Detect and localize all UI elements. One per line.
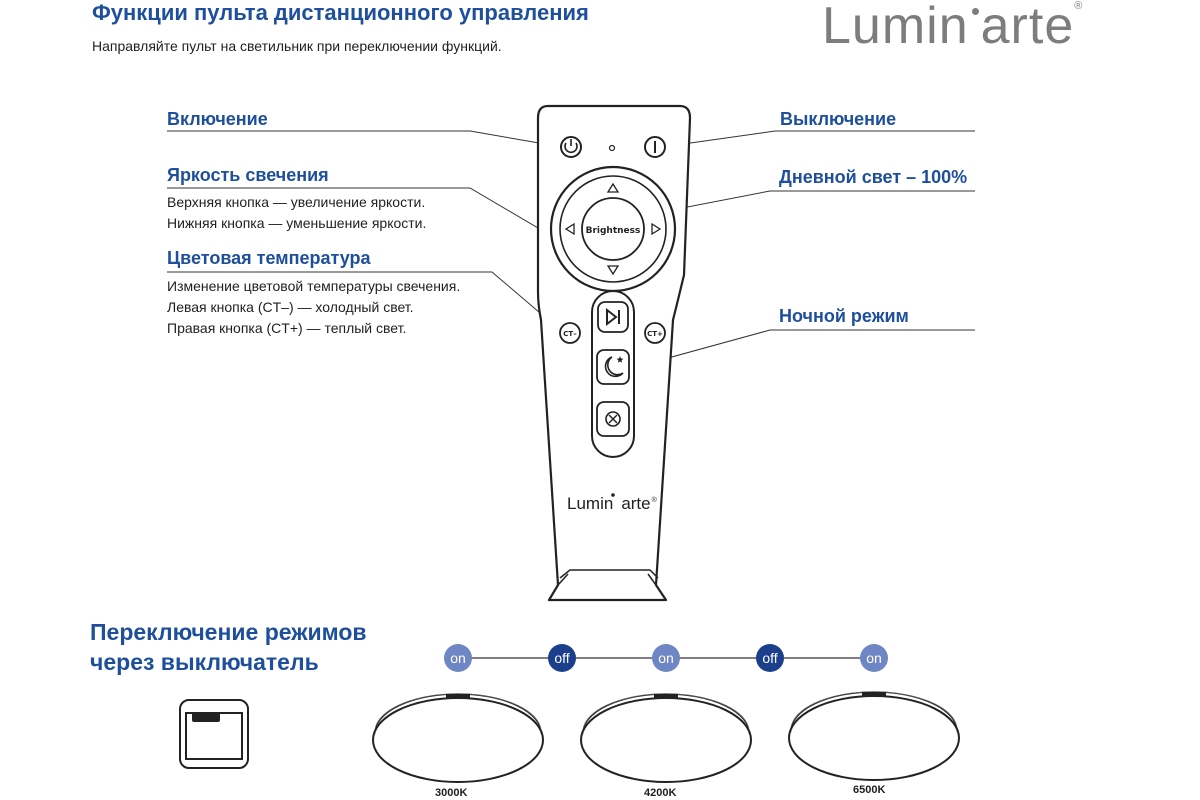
brand-name-left: Lumin [822,0,969,55]
remote-brand: Lumin arte® [567,494,658,513]
power-off-button[interactable] [644,136,666,158]
lamp-2 [580,693,752,783]
mode-step-badge [548,644,576,672]
mode-step-label: on [866,650,882,666]
moon-icon [604,356,624,378]
mode-step-label: off [554,650,569,666]
brightness-center-button[interactable] [581,197,645,261]
mode-step-badge [756,644,784,672]
page-title: Функции пульта дистанционного управления [92,0,589,25]
callout-line-power-off [661,130,975,148]
timer-button[interactable] [596,401,630,437]
color-temp-desc-line-2: Левая кнопка (CT–) — холодный свет. [167,299,414,315]
callout-line-power-on [167,130,563,148]
ct-minus-button[interactable]: CT– [559,322,581,344]
brightness-desc-line-2: Нижняя кнопка — уменьшение яркости. [167,215,427,231]
switch-modes-title: Переключение режимов через выключатель [90,617,367,677]
brightness-down-button[interactable] [606,265,620,276]
power-on-icon [564,142,578,154]
label-color-temp: Цветовая температура [167,248,371,268]
lamp-3 [788,691,960,781]
brand-name-right: arte [980,0,1075,55]
play-icon [606,307,618,327]
play-mode-button[interactable] [597,301,629,333]
callout-line-night-mode [627,329,975,370]
power-on-button[interactable] [560,136,582,158]
dpad: Brightness [549,165,677,293]
mode-step-badge [860,644,888,672]
wall-switch-key-top [192,713,220,722]
indicator-led [608,144,616,152]
remote-bottom-left [548,573,569,601]
mode-step-on: on [652,644,680,672]
lamp-temp-label-3: 6500K [853,784,886,796]
wall-switch [179,699,249,769]
remote-control: Brightness CT– CT+ [536,104,692,602]
mode-step-on: on [444,644,472,672]
left-arrow-button[interactable] [564,222,575,236]
mode-step-off: off [548,644,576,672]
color-temp-desc: Изменение цветовой температуры свечения.… [167,276,460,339]
brand-registered-mark: ® [1074,0,1084,12]
mode-step-label: on [450,650,466,666]
lamp-temp-label-1: 3000K [435,787,468,799]
brightness-desc-line-1: Верхняя кнопка — увеличение яркости. [167,194,426,210]
lamp-temp-label-2: 4200K [644,787,677,799]
mode-steps: on off on off on [444,644,888,672]
ceiling-lamps [372,691,960,783]
ct-minus-label: CT– [563,330,577,338]
callout-line-color-temp [167,271,561,331]
star-icon [616,356,624,363]
switch-modes-title-line-1: Переключение режимов [90,619,367,645]
brightness-desc: Верхняя кнопка — увеличение яркости. Ниж… [167,192,426,234]
remote-bottom-edge [559,569,659,579]
remote-brand-left: Lumin [567,494,613,513]
mode-step-badge [652,644,680,672]
mode-step-badge [444,644,472,672]
lamp-1 [372,693,544,783]
remote-brand-right: arte [621,494,650,513]
mode-step-off: off [756,644,784,672]
mode-step-label: off [762,650,777,666]
switch-modes-title-line-2: через выключатель [90,649,319,675]
page-subtitle: Направляйте пульт на светильник при пере… [92,38,502,54]
ct-plus-label: CT+ [647,330,663,338]
color-temp-desc-line-1: Изменение цветовой температуры свечения. [167,278,461,294]
remote-brand-registered: ® [652,496,658,504]
label-power-off: Выключение [780,109,897,129]
brand-dot [971,8,979,15]
label-daylight: Дневной свет – 100% [779,167,968,187]
mode-step-on: on [860,644,888,672]
brightness-center-label: Brightness [586,226,641,236]
night-mode-button[interactable] [596,349,630,385]
label-brightness: Яркость свечения [167,165,329,185]
color-temp-desc-line-3: Правая кнопка (CT+) — теплый свет. [167,320,407,336]
mode-step-label: on [658,650,674,666]
remote-brand-dot [611,493,615,497]
brightness-up-button[interactable] [606,182,620,193]
label-night-mode: Ночной режим [779,306,909,326]
label-power-on: Включение [167,109,268,129]
ct-plus-button[interactable]: CT+ [644,322,666,344]
right-arrow-button[interactable] [651,222,662,236]
remote-bottom-right [647,573,667,601]
